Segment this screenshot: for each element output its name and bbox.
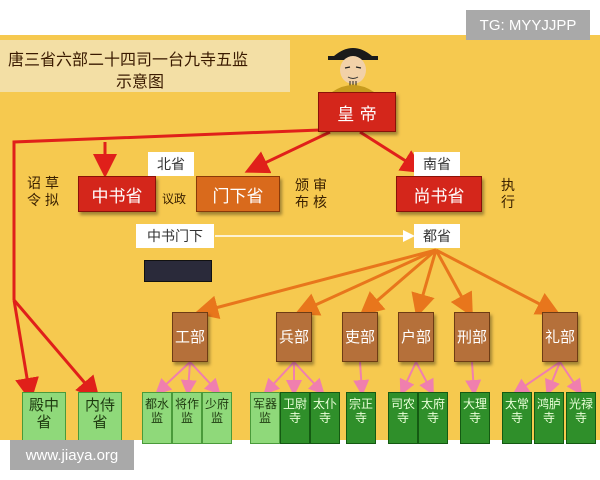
annotation-zhaocao: 草拟 <box>45 176 59 209</box>
emperor-portrait-icon <box>328 48 378 92</box>
south-province-tag: 南省 <box>414 152 460 176</box>
title-line1: 唐三省六部二十四司一台九寺五监 <box>8 50 249 69</box>
bureau-taipu: 太仆寺 <box>310 392 340 444</box>
dusheng-tag: 都省 <box>414 224 460 248</box>
bureau-honglu: 鸿胪寺 <box>534 392 564 444</box>
arrow-to-bing <box>294 248 437 316</box>
bureau-weiwei: 卫尉寺 <box>280 392 310 444</box>
bureau-dianzhong: 殿中省 <box>22 392 66 448</box>
unreadable-dark-label <box>144 260 212 282</box>
arrow-to-hu <box>411 249 438 318</box>
department-xing: 刑部 <box>454 312 490 362</box>
arrow-to-xing <box>434 249 473 318</box>
arrow-to-neishi <box>12 299 100 401</box>
diagram-background <box>0 35 600 440</box>
watermark-website: www.jiaya.org <box>10 440 134 470</box>
watermark-telegram: TG: MYYJJPP <box>466 10 590 40</box>
bureau-taichang: 太常寺 <box>502 392 532 444</box>
department-li-rites: 礼部 <box>542 312 578 362</box>
arrow-to-li-rites <box>435 248 561 315</box>
zhongshu-menxia-tag: 中书门下 <box>136 224 214 248</box>
bureau-dushui: 都水监 <box>142 392 172 444</box>
bureau-zongzheng: 宗正寺 <box>346 392 376 444</box>
department-li-official: 吏部 <box>342 312 378 362</box>
annotation-fengshen: 审核 <box>313 178 327 211</box>
bureau-junqi: 军器监 <box>250 392 280 444</box>
arrow-emperor-left-trunk <box>12 128 321 300</box>
shangshu-province-box: 尚书省 <box>396 176 482 212</box>
department-bing: 兵部 <box>276 312 312 362</box>
bureau-shaofu: 少府监 <box>202 392 232 444</box>
zhongshu-province-box: 中书省 <box>78 176 156 212</box>
title-box: 唐三省六部二十四司一台九寺五监 示意图 <box>0 40 290 92</box>
bureau-sinong: 司农寺 <box>388 392 418 444</box>
menxia-province-box: 门下省 <box>196 176 280 212</box>
bureau-jiangzuo: 将作监 <box>172 392 202 444</box>
annotation-yizheng: 议政 <box>162 192 187 206</box>
annotation-zhaoling: 诏令 <box>27 176 41 209</box>
annotation-fengbo: 颁布 <box>295 178 309 211</box>
title-line2: 示意图 <box>116 72 165 91</box>
bureau-guanglu: 光禄寺 <box>566 392 596 444</box>
department-gong: 工部 <box>172 312 208 362</box>
arrow-to-gong <box>194 248 437 320</box>
department-hu: 户部 <box>398 312 434 362</box>
arrow-to-dianzhong <box>12 299 39 402</box>
north-province-tag: 北省 <box>148 152 194 176</box>
emperor-box: 皇 帝 <box>318 92 396 132</box>
arrow-to-li-official <box>359 248 437 316</box>
arrow-to-shangshu <box>359 130 426 174</box>
bureau-taifu: 太府寺 <box>418 392 448 444</box>
arrow-to-menxia <box>244 130 331 174</box>
bureau-dali: 大理寺 <box>460 392 490 444</box>
annotation-zhixing: 执行 <box>501 178 515 211</box>
